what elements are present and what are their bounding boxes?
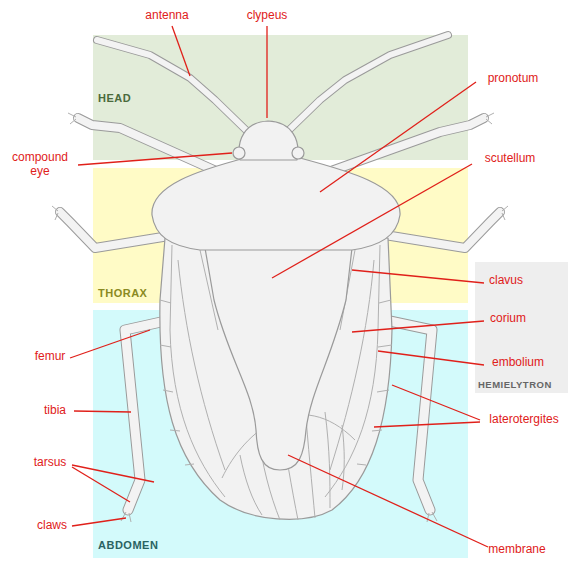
part-label: laterotergites xyxy=(489,412,558,426)
part-label: clavus xyxy=(489,273,523,287)
part-label: corium xyxy=(490,311,526,325)
region-label: THORAX xyxy=(98,287,147,299)
scutellum xyxy=(205,248,352,470)
part-label: clypeus xyxy=(247,8,288,22)
abdomen-outline xyxy=(160,238,392,519)
part-label: embolium xyxy=(492,355,544,369)
region-label: HEAD xyxy=(98,92,131,104)
leader-lines xyxy=(70,26,488,547)
region-label: ABDOMEN xyxy=(98,539,158,551)
legs xyxy=(52,113,508,522)
part-label: antenna xyxy=(145,8,188,22)
part-label: membrane xyxy=(488,542,545,556)
part-label: pronotum xyxy=(488,71,539,85)
part-label: compound eye xyxy=(5,150,75,178)
head xyxy=(239,121,298,160)
region-label: HEMIELYTRON xyxy=(478,379,552,390)
compound-eye xyxy=(292,147,304,159)
laterotergite-lines xyxy=(160,245,392,497)
part-label: femur xyxy=(35,349,66,363)
part-label: tibia xyxy=(44,403,66,417)
antennae xyxy=(97,35,448,132)
part-label: scutellum xyxy=(485,151,536,165)
pronotum xyxy=(152,158,400,250)
part-label: claws xyxy=(37,518,67,532)
part-label: tarsus xyxy=(34,455,67,469)
compound-eye xyxy=(233,147,245,159)
